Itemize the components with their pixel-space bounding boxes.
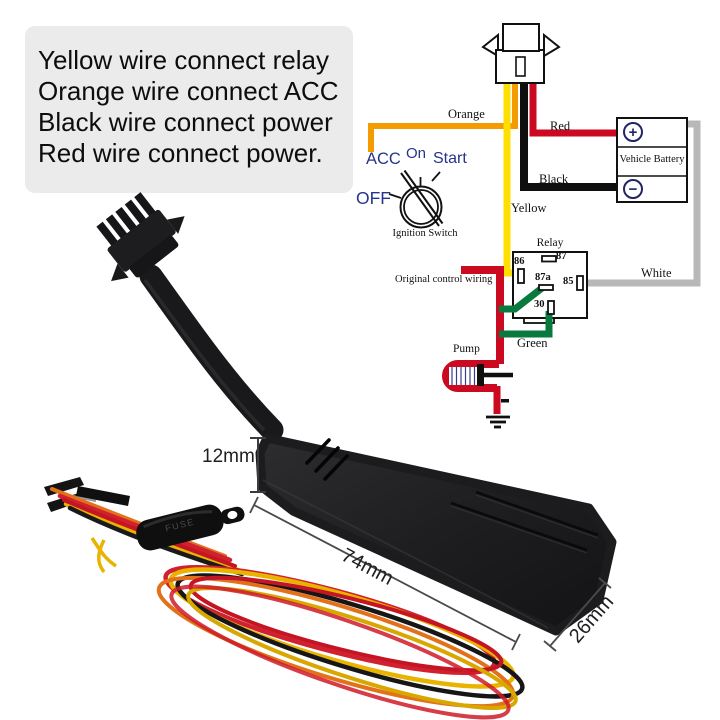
green-wires bbox=[499, 285, 553, 338]
device-body bbox=[255, 433, 617, 636]
white-wire-label: White bbox=[641, 266, 672, 280]
pin-85-slot bbox=[576, 275, 584, 291]
connector-left-wing bbox=[481, 32, 499, 58]
relay-pin-slots bbox=[517, 255, 584, 315]
green-wire-30 bbox=[499, 311, 553, 338]
instruction-line-red: Red wire connect power. bbox=[38, 138, 323, 168]
wire-coil bbox=[156, 565, 525, 720]
original-control-wiring-label: Original control wiring bbox=[395, 274, 493, 285]
dimension-74mm-line bbox=[249, 496, 521, 651]
cable-plug bbox=[96, 192, 185, 282]
connector-slot bbox=[515, 56, 526, 77]
minus-icon: − bbox=[628, 180, 638, 198]
black-wire-label: Black bbox=[539, 172, 569, 186]
tick-off bbox=[388, 193, 402, 199]
ignition-pos-off: OFF bbox=[356, 188, 391, 208]
instruction-panel: Yellow wire connect relay Orange wire co… bbox=[25, 26, 353, 193]
black-wire bbox=[520, 80, 620, 191]
ignition-pos-acc: ACC bbox=[366, 150, 401, 168]
device-grooves bbox=[450, 490, 599, 554]
pump-label: Pump bbox=[453, 343, 480, 355]
pin-87-slot bbox=[541, 255, 557, 263]
ground-symbol bbox=[486, 415, 510, 429]
instruction-line-black: Black wire connect power bbox=[38, 107, 333, 137]
orange-wire bbox=[368, 80, 518, 152]
green-wire-label: Green bbox=[517, 336, 548, 350]
orange-wire-label: Orange bbox=[448, 107, 485, 121]
relay-label: Relay bbox=[536, 237, 564, 249]
red-wire-label: Red bbox=[550, 119, 571, 133]
connector-plug-symbol bbox=[481, 23, 561, 84]
battery-plus-terminal: + bbox=[623, 122, 643, 142]
pin-86-slot bbox=[517, 268, 525, 284]
battery-minus-terminal: − bbox=[623, 179, 643, 199]
yellow-wire-label: Yellow bbox=[511, 201, 547, 215]
white-wire bbox=[584, 120, 701, 287]
relay-pin-86: 86 bbox=[514, 256, 525, 267]
key-line-2 bbox=[403, 169, 444, 225]
pump-bar bbox=[477, 364, 484, 386]
relay-pin-87: 87 bbox=[556, 251, 567, 262]
instruction-line-orange: Orange wire connect ACC bbox=[38, 76, 339, 106]
connector-right-wing bbox=[543, 32, 561, 58]
pin-87a-slot bbox=[538, 284, 554, 291]
tick-start bbox=[431, 171, 441, 182]
dimension-26mm-line bbox=[543, 577, 612, 652]
plus-icon: + bbox=[628, 123, 638, 141]
fuse-holder bbox=[136, 504, 245, 551]
key-line bbox=[400, 172, 440, 227]
green-wire-87a bbox=[499, 285, 545, 313]
device-edge-highlight bbox=[262, 479, 549, 629]
dimension-12mm-line bbox=[250, 437, 266, 493]
relay-pin-87a: 87a bbox=[535, 272, 551, 283]
relay-pin-30: 30 bbox=[534, 299, 545, 310]
vehicle-battery-label: Vehicle Battery bbox=[619, 154, 685, 165]
device-cable-highlight bbox=[143, 278, 266, 432]
yellow-tie bbox=[90, 537, 117, 574]
relay-pin-85: 85 bbox=[563, 276, 574, 287]
minus-dash bbox=[501, 399, 509, 403]
pin-30-slot bbox=[547, 300, 555, 315]
device-vents bbox=[305, 438, 349, 481]
pump-hatch bbox=[451, 367, 476, 385]
ignition-pos-start: Start bbox=[433, 150, 467, 167]
dimension-12mm: 12mm bbox=[202, 446, 255, 467]
red-wire bbox=[529, 80, 620, 137]
ignition-switch-caption: Ignition Switch bbox=[392, 228, 458, 239]
pump-symbol bbox=[442, 360, 513, 414]
ignition-pos-on: On bbox=[406, 145, 427, 162]
ignition-switch-symbol bbox=[388, 169, 444, 229]
instruction-line-yellow: Yellow wire connect relay bbox=[38, 45, 329, 75]
device-cable bbox=[139, 264, 284, 442]
